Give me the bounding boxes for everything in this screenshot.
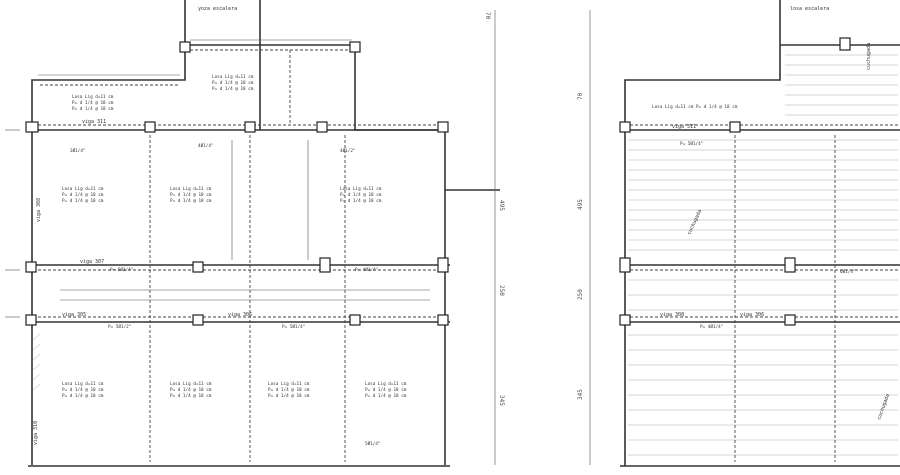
rebar-note: P= 5Ø1/4" bbox=[110, 266, 133, 273]
dimension-label: 70 bbox=[484, 12, 491, 20]
left-wall-outline bbox=[31, 0, 186, 465]
slab-note: Losa Lig d=11 cm P= d 1/4 @ 18 cm bbox=[652, 104, 738, 110]
joist-label: cuchugada bbox=[686, 209, 703, 236]
joist-label: cuchugada bbox=[866, 43, 872, 70]
slab-note: Losa Lig d=11 cm P= d 1/4 @ 18 cm P= d 1… bbox=[170, 381, 212, 399]
beam-label: viga 306 bbox=[740, 312, 764, 318]
rebar-note: P= 4Ø1/4" bbox=[700, 323, 723, 330]
beam-label: viga 305 bbox=[62, 312, 86, 318]
svg-text:Losa Lig d=11 cm: Losa Lig d=11 cm bbox=[62, 381, 104, 387]
rebar-note: P= 5Ø1/4" bbox=[680, 140, 703, 147]
svg-text:Losa Lig d=11 cm: Losa Lig d=11 cm bbox=[340, 186, 382, 192]
right-plan-title: losa escalera bbox=[790, 6, 829, 12]
beam-label: viga 311 bbox=[82, 119, 106, 125]
svg-text:P= d 1/4 @ 18 cm: P= d 1/4 @ 18 cm bbox=[170, 387, 212, 393]
slab-note: Losa Lig d=11 cm P= d 1/4 @ 18 cm P= d 1… bbox=[170, 186, 212, 204]
dimension-label: 250 bbox=[577, 289, 584, 300]
beam-label: viga 311 bbox=[672, 124, 696, 130]
beam-label: viga 306 bbox=[228, 312, 252, 318]
svg-text:P= d 1/4 @ 18 cm: P= d 1/4 @ 18 cm bbox=[268, 387, 310, 393]
svg-text:Losa Lig d=11 cm: Losa Lig d=11 cm bbox=[72, 94, 114, 100]
rebar-note: P= 4Ø1/4" bbox=[355, 266, 378, 273]
svg-text:P= d 1/4 @ 18 cm: P= d 1/4 @ 18 cm bbox=[62, 198, 104, 204]
dimension-label: 345 bbox=[498, 395, 505, 406]
rebar-note: 4Ø1/4" bbox=[198, 142, 214, 149]
svg-text:Losa Lig d=11 cm: Losa Lig d=11 cm bbox=[170, 381, 212, 387]
svg-text:P= d 1/4 @ 18 cm: P= d 1/4 @ 18 cm bbox=[340, 198, 382, 204]
rebar-note: 6Ø1/4" bbox=[840, 268, 856, 275]
svg-text:P= d 1/4 @ 18 cm: P= d 1/4 @ 18 cm bbox=[365, 393, 407, 399]
svg-text:P= d 1/4 @ 18 cm: P= d 1/4 @ 18 cm bbox=[62, 393, 104, 399]
joist-lines bbox=[628, 54, 898, 456]
svg-text:Losa Lig d=11 cm: Losa Lig d=11 cm bbox=[268, 381, 310, 387]
svg-text:P= d 1/4 @ 18 cm: P= d 1/4 @ 18 cm bbox=[72, 106, 114, 112]
svg-text:P= d 1/4 @ 18 cm: P= d 1/4 @ 18 cm bbox=[62, 192, 104, 198]
right-wall-outline bbox=[624, 0, 781, 466]
svg-text:Losa Lig d=11 cm: Losa Lig d=11 cm bbox=[212, 74, 254, 80]
svg-text:P= d 1/4 @ 18 cm: P= d 1/4 @ 18 cm bbox=[212, 80, 254, 86]
rebar-note: P= 5Ø1/4" bbox=[282, 323, 305, 330]
beam-label: viga 310 bbox=[33, 421, 39, 445]
dimension-label: 345 bbox=[577, 389, 584, 400]
joist-label: cuchugada bbox=[876, 393, 891, 421]
rebar-note: 4Ø1/2" bbox=[340, 147, 356, 154]
svg-text:Losa Lig d=11 cm: Losa Lig d=11 cm bbox=[170, 186, 212, 192]
svg-text:P= d 1/4 @ 18 cm: P= d 1/4 @ 18 cm bbox=[212, 86, 254, 92]
left-plan-title: yoza escalera bbox=[198, 6, 237, 12]
svg-text:P= d 1/4 @ 18 cm: P= d 1/4 @ 18 cm bbox=[365, 387, 407, 393]
dimension-label: 70 bbox=[577, 92, 584, 100]
svg-text:P= d 1/4 @ 18 cm: P= d 1/4 @ 18 cm bbox=[340, 192, 382, 198]
svg-text:P= d 1/4 @ 18 cm: P= d 1/4 @ 18 cm bbox=[170, 393, 212, 399]
svg-text:P= d 1/4 @ 18 cm: P= d 1/4 @ 18 cm bbox=[62, 387, 104, 393]
beam-label: viga 308 bbox=[660, 312, 684, 318]
dimension-label: 495 bbox=[498, 200, 505, 211]
slab-note: Losa Lig d=11 cm P= d 1/4 @ 18 cm P= d 1… bbox=[62, 381, 104, 399]
rebar-note: P= 5Ø1/2" bbox=[108, 323, 131, 330]
slab-note: Losa Lig d=11 cm P= d 1/4 @ 18 cm P= d 1… bbox=[212, 74, 254, 92]
rebar-note: 5Ø1/4" bbox=[365, 440, 381, 447]
rebar-note: 3Ø1/4" bbox=[70, 147, 86, 154]
dimension-label: 495 bbox=[577, 199, 584, 210]
svg-text:P= d 1/4 @ 18 cm: P= d 1/4 @ 18 cm bbox=[170, 192, 212, 198]
dimension-label: 250 bbox=[498, 285, 505, 296]
svg-text:Losa Lig d=11 cm: Losa Lig d=11 cm bbox=[62, 186, 104, 192]
slab-note: Losa Lig d=11 cm P= d 1/4 @ 18 cm P= d 1… bbox=[340, 186, 382, 204]
svg-text:P= d 1/4 @ 18 cm: P= d 1/4 @ 18 cm bbox=[72, 100, 114, 106]
slab-note: Losa Lig d=11 cm P= d 1/4 @ 18 cm P= d 1… bbox=[72, 94, 114, 112]
left-floor-plan: yoza escalera Losa Lig d=11 cm P= d 1/4 … bbox=[5, 0, 505, 467]
slab-note: Losa Lig d=11 cm P= d 1/4 @ 18 cm P= d 1… bbox=[268, 381, 310, 399]
upper-wall-outline bbox=[185, 44, 446, 465]
svg-text:P= d 1/4 @ 18 cm: P= d 1/4 @ 18 cm bbox=[268, 393, 310, 399]
beam-label: viga 308 bbox=[36, 198, 42, 222]
svg-text:P= d 1/4 @ 18 cm: P= d 1/4 @ 18 cm bbox=[170, 198, 212, 204]
slab-note: Losa Lig d=11 cm P= d 1/4 @ 18 cm P= d 1… bbox=[365, 381, 407, 399]
right-floor-plan: 70 495 250 345 bbox=[577, 0, 900, 467]
beam-label: viga 307 bbox=[80, 259, 104, 265]
svg-text:Losa Lig d=11 cm: Losa Lig d=11 cm bbox=[365, 381, 407, 387]
slab-note: Losa Lig d=11 cm P= d 1/4 @ 18 cm P= d 1… bbox=[62, 186, 104, 204]
